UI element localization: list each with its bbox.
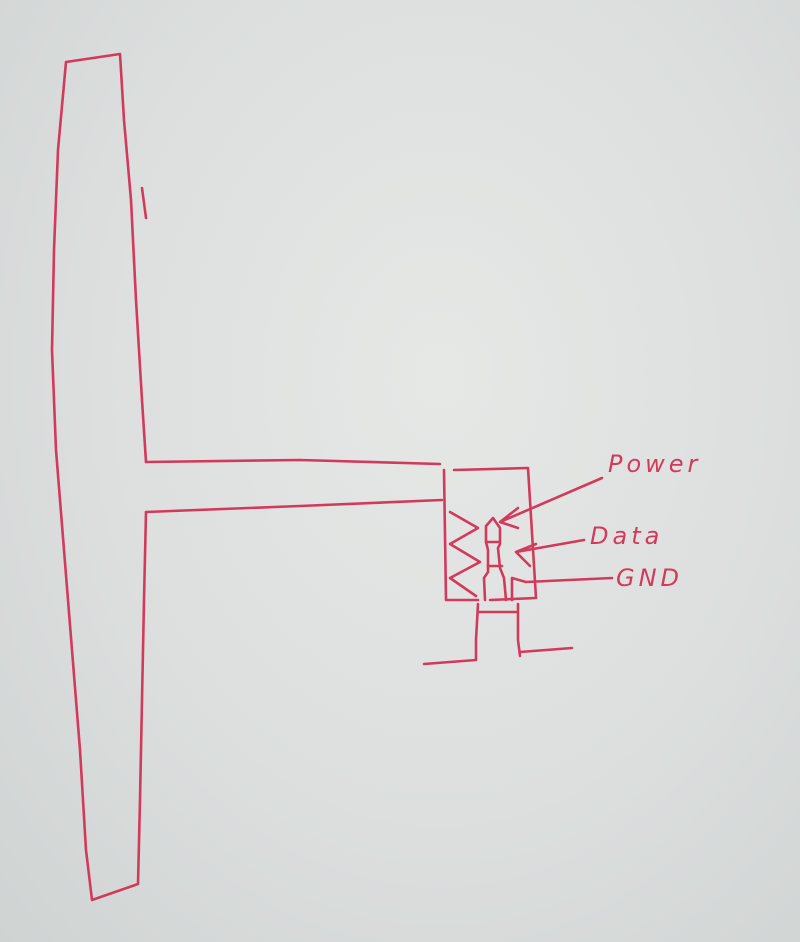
data-label: Data <box>590 522 663 550</box>
data-arrow <box>516 540 584 566</box>
power-label: Power <box>608 450 701 478</box>
horizontal-arm-top <box>146 460 440 464</box>
gnd-label: GND <box>616 564 683 592</box>
connector-pin <box>484 518 506 600</box>
gnd-arrow <box>512 578 612 600</box>
horizontal-arm-bottom <box>146 500 442 512</box>
vertical-bar <box>52 54 146 900</box>
power-arrow <box>500 478 602 528</box>
bar-marking <box>142 188 146 218</box>
spring-contacts <box>450 512 480 596</box>
